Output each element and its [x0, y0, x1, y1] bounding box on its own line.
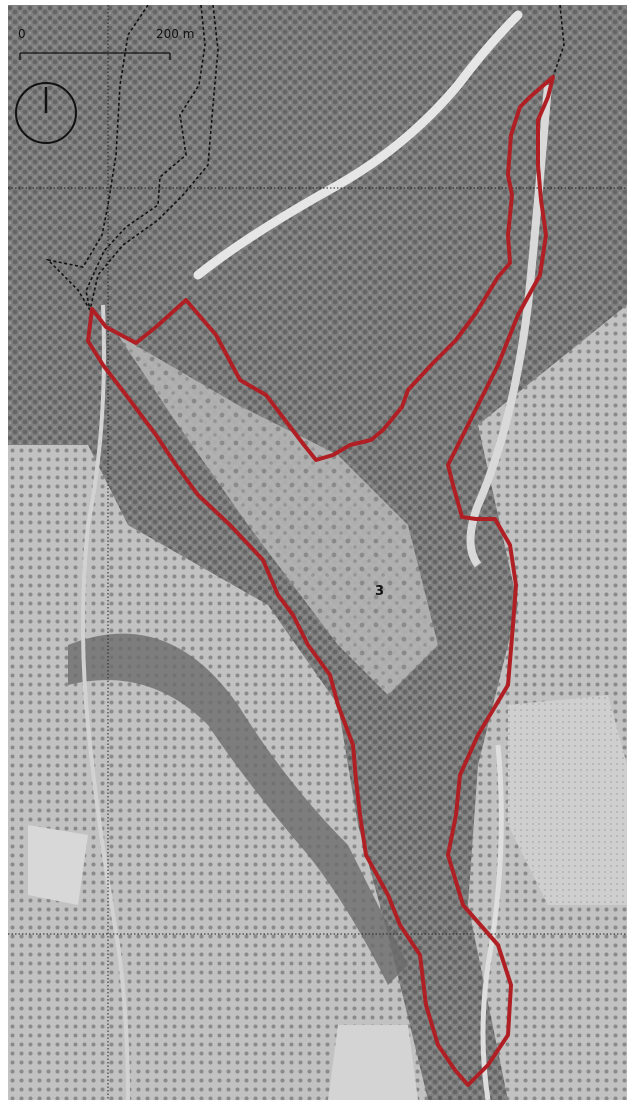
- road-left: [81, 304, 130, 1100]
- olive-grove-left: [8, 445, 428, 1100]
- area-boundary-3[interactable]: [86, 75, 555, 1087]
- north-arrow-icon: [15, 82, 77, 144]
- area-label: 3: [375, 584, 385, 599]
- track-dashed-line: [85, 5, 206, 311]
- riparian-band: [68, 633, 408, 985]
- road-upper: [193, 10, 523, 280]
- pale-field-left: [28, 825, 88, 905]
- track-dashed-line: [89, 5, 219, 311]
- pale-field-bottom: [328, 1025, 418, 1100]
- track-dashed-line: [552, 5, 565, 78]
- map-canvas: [8, 5, 627, 1100]
- scale-bar-start-label: 0: [18, 27, 26, 41]
- clearing-area: [118, 335, 438, 695]
- track-dashed-line: [45, 5, 149, 311]
- road-lower-right: [480, 744, 504, 1100]
- map-viewport[interactable]: 0 200 m 3: [8, 5, 627, 1100]
- pale-field-right: [508, 695, 627, 905]
- scale-bar-end-label: 200 m: [156, 27, 195, 41]
